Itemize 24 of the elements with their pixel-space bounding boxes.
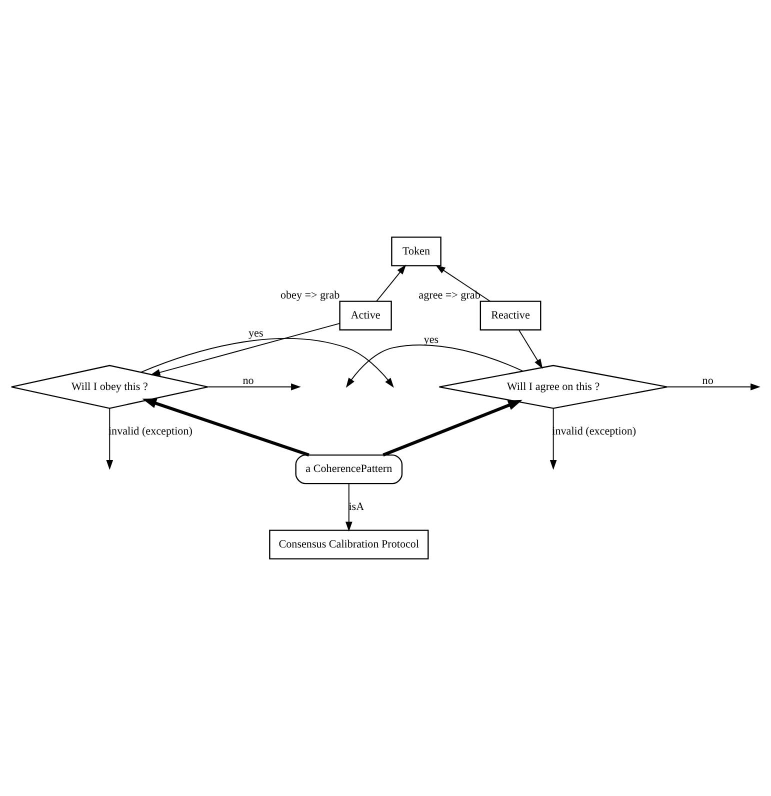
arrow xyxy=(436,265,491,302)
arrow xyxy=(106,408,114,470)
arrow xyxy=(376,264,406,302)
arrow xyxy=(382,400,522,456)
node-label: agree => grab xyxy=(418,289,480,302)
node-label: obey => grab xyxy=(280,289,340,302)
arrow xyxy=(667,383,760,390)
arrow xyxy=(345,483,352,532)
edge-label: no xyxy=(242,374,254,387)
arrow xyxy=(208,383,301,390)
arrow xyxy=(550,408,557,470)
edge-label: yes xyxy=(248,328,264,340)
arrow xyxy=(150,322,340,376)
edge-label: yes xyxy=(424,334,439,346)
node-box: Consensus Calibration Protocol xyxy=(269,530,429,560)
arrow xyxy=(346,344,524,388)
node-box: Reactive xyxy=(480,300,542,330)
arrow xyxy=(518,330,543,369)
node-box: a CoherencePattern xyxy=(295,454,403,484)
arrow xyxy=(142,398,310,456)
arrow xyxy=(140,338,394,388)
node-box: Active xyxy=(339,300,392,330)
node-box: Token xyxy=(391,236,442,266)
edge-label: no xyxy=(702,374,714,387)
